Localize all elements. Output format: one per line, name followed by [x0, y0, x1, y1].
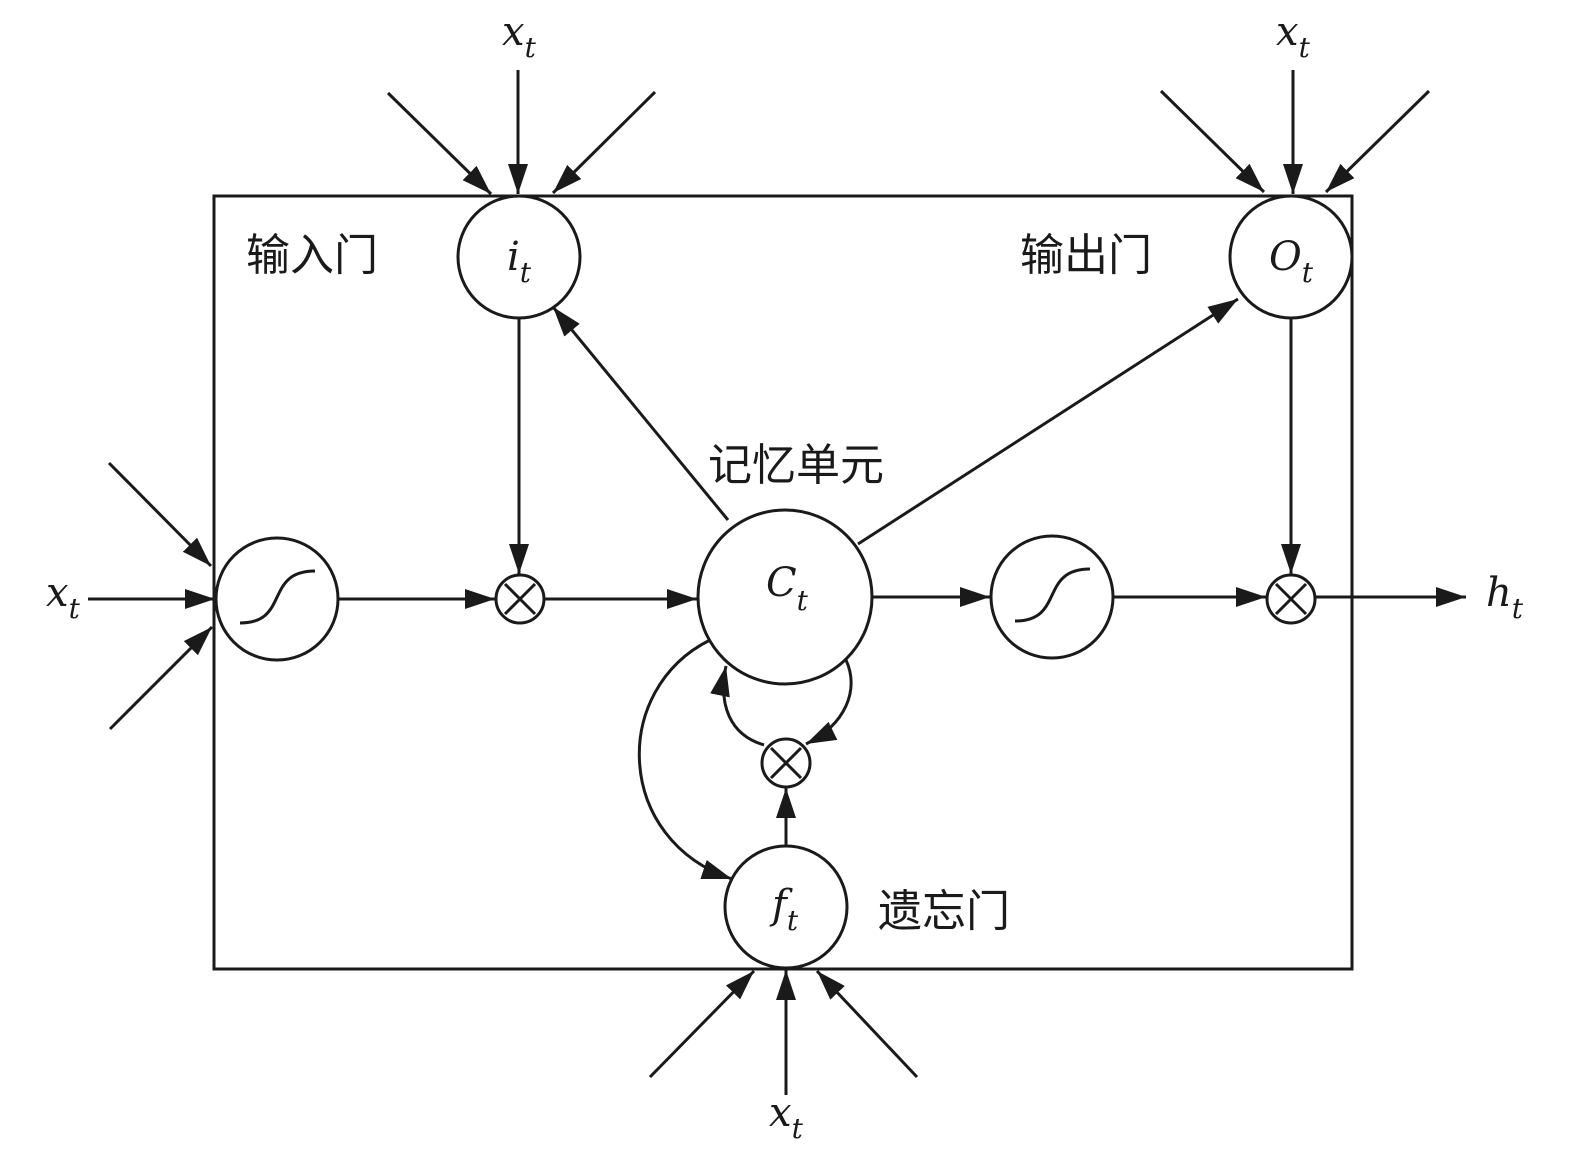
arrow — [1159, 89, 1266, 194]
arrow — [386, 91, 493, 196]
input-gate-label: 输入门 — [246, 230, 378, 281]
multiply-icon — [1274, 582, 1308, 616]
memory-cell-label: 记忆单元 — [708, 440, 884, 491]
sigmoid-icon — [1014, 567, 1091, 623]
output-gate-label: 输出门 — [1020, 230, 1152, 281]
cell-node — [696, 508, 874, 686]
input-x-label: xt — [769, 1090, 804, 1145]
input-gate-symbol: it — [507, 234, 532, 289]
arrow — [648, 969, 756, 1079]
arrow — [637, 638, 733, 881]
arrow — [1324, 89, 1431, 194]
input-x-label: xt — [1276, 9, 1311, 64]
sigmoid-icon — [239, 569, 316, 625]
output-gate-symbol: Ot — [1269, 234, 1314, 289]
arrow — [107, 461, 213, 568]
input-x-label: xt — [502, 9, 537, 64]
cell-symbol: Ct — [766, 560, 809, 617]
arrow — [551, 306, 730, 521]
output-h-label: ht — [1486, 570, 1524, 625]
multiply-icon — [503, 582, 537, 616]
input-x-label: xt — [46, 570, 81, 625]
arrow — [857, 297, 1239, 546]
arrow — [551, 90, 657, 195]
forget-gate-label: 遗忘门 — [878, 886, 1010, 937]
arrow — [815, 969, 919, 1079]
arrow — [108, 625, 214, 731]
multiply-icon — [769, 746, 803, 780]
arrow — [710, 665, 765, 747]
arrow — [805, 659, 853, 746]
